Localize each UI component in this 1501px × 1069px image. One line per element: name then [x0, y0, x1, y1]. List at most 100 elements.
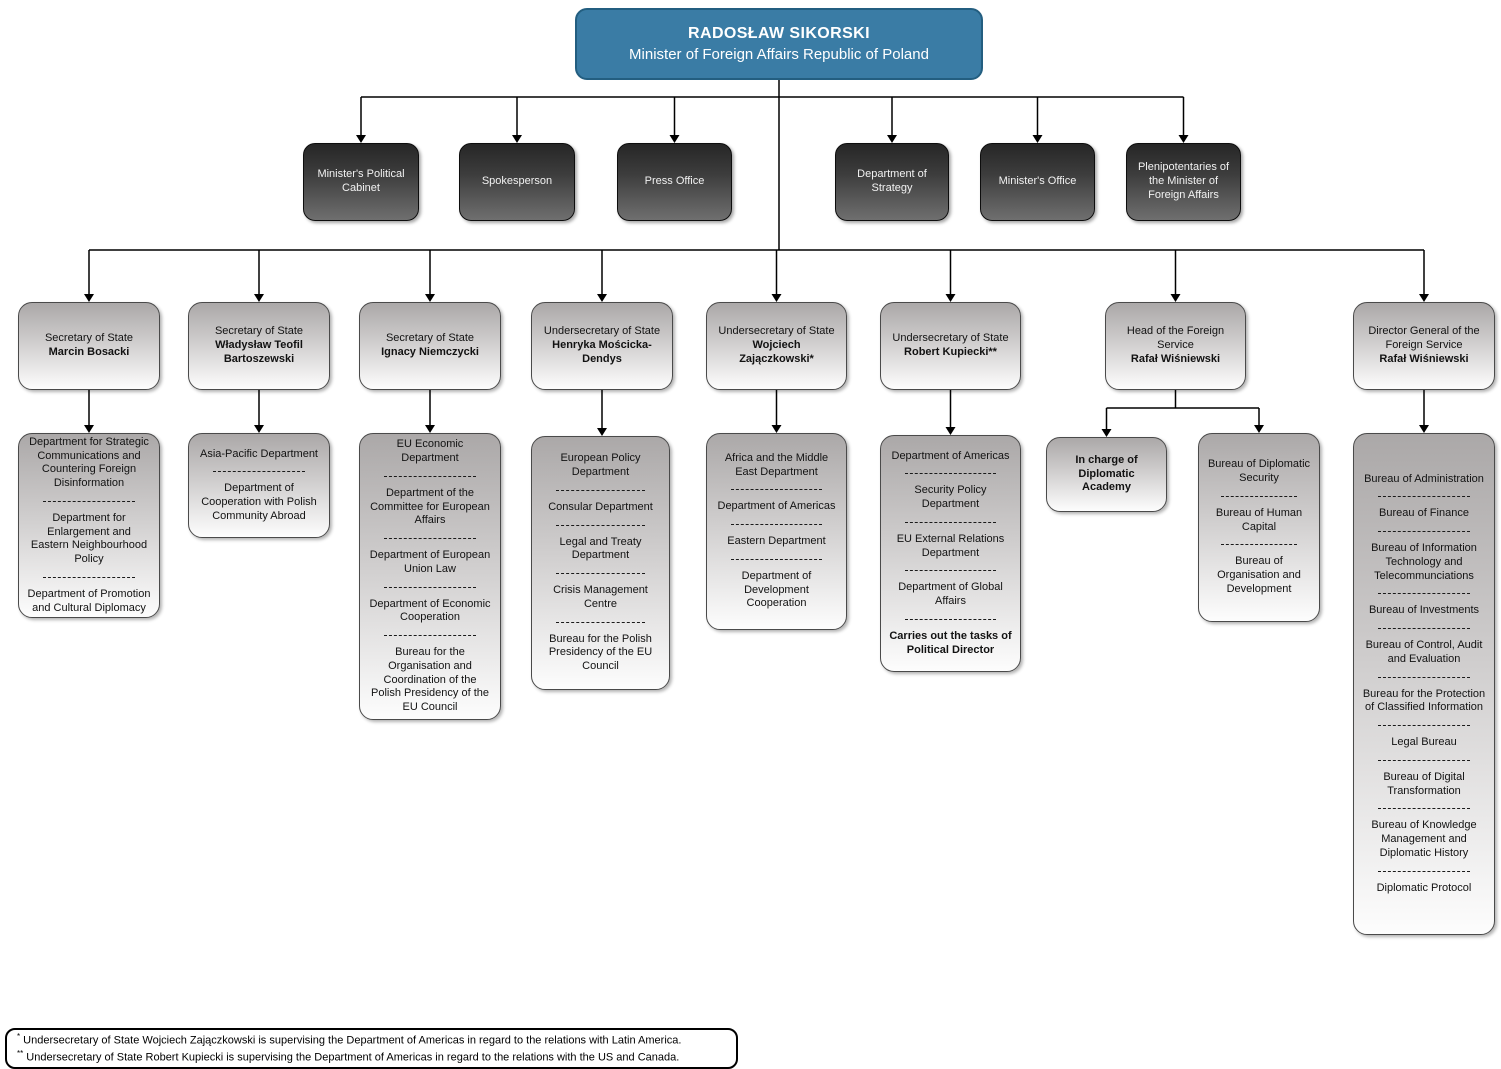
footnote-text: Undersecretary of State Wojciech Zajączk…: [20, 1034, 682, 1047]
divider: [904, 570, 996, 572]
official-box-zajaczkowski: Undersecretary of State Wojciech Zajączk…: [706, 302, 847, 390]
office-box-ministers-office: Minister's Office: [980, 143, 1095, 221]
office-label: Spokesperson: [481, 175, 553, 188]
divider: [1378, 808, 1470, 810]
office-label: Department of Strategy: [857, 168, 927, 194]
department-item: Bureau of Human Capital: [1215, 506, 1303, 533]
department-item: Diplomatic Protocol: [1376, 881, 1472, 894]
department-item: Bureau of Finance: [1379, 507, 1469, 520]
footnote-marker: *: [17, 1032, 21, 1041]
official-title: Secretary of State: [214, 325, 304, 338]
divider: [1378, 593, 1470, 595]
office-label: Plenipotentaries of the Minister of Fore…: [1137, 161, 1230, 201]
official-box-moscicka-dendys: Undersecretary of State Henryka Mościcka…: [531, 302, 673, 390]
office-box-department-of-strategy: Department of Strategy: [835, 143, 949, 221]
department-item: Department of Development Cooperation: [741, 569, 812, 610]
official-name: Rafał Wiśniewski: [1130, 352, 1221, 365]
footnote-marker: **: [17, 1048, 24, 1058]
official-name: Henryka Mościcka-Dendys: [552, 339, 652, 365]
department-item: Crisis Management Centre: [553, 584, 648, 610]
divider: [384, 538, 476, 539]
departments-moscicka-dendys: European Policy Department Consular Depa…: [531, 436, 670, 690]
official-title: Undersecretary of State: [718, 325, 835, 338]
divider: [555, 524, 646, 526]
department-item: Department of Global Affairs: [898, 581, 1003, 608]
department-item: Consular Department: [548, 500, 653, 513]
diplomatic-academy-box: In charge of Diplomatic Academy: [1046, 437, 1167, 512]
minister-box: RADOSŁAW SIKORSKI Minister of Foreign Af…: [575, 8, 983, 80]
divider: [904, 473, 996, 475]
department-item: European Policy Department: [560, 452, 641, 478]
divider: [1378, 496, 1470, 498]
department-item: Bureau of Knowledge Management and Diplo…: [1371, 819, 1477, 859]
divider: [730, 524, 822, 526]
department-item: Bureau of Digital Transformation: [1383, 770, 1465, 797]
office-label: Press Office: [644, 175, 705, 188]
official-name: Wojciech Zajączkowski*: [739, 339, 814, 365]
official-name: Robert Kupiecki**: [904, 346, 997, 358]
departments-niemczycki: EU Economic Department Department of the…: [359, 433, 501, 720]
divider: [43, 500, 135, 502]
divider: [1378, 531, 1470, 533]
official-box-head-foreign-service: Head of the Foreign Service Rafał Wiśnie…: [1105, 302, 1246, 390]
official-box-kupiecki: Undersecretary of State Robert Kupiecki*…: [880, 302, 1021, 390]
official-box-bartoszewski: Secretary of State Władysław Teofil Bart…: [188, 302, 330, 390]
department-item: Bureau of Organisation and Development: [1217, 555, 1301, 595]
department-item: Department of Economic Cooperation: [369, 597, 491, 624]
department-item: Department of Promotion and Cultural Dip…: [27, 587, 151, 614]
departments-bartoszewski: Asia-Pacific Department Department of Co…: [188, 433, 330, 538]
departments-head-foreign-service: Bureau of Diplomatic Security Bureau of …: [1198, 433, 1320, 622]
departments-bosacki: Department for Strategic Communications …: [18, 433, 160, 618]
divider: [384, 635, 476, 636]
special-role: In charge of Diplomatic Academy: [1075, 453, 1138, 494]
official-name: Marcin Bosacki: [48, 346, 130, 358]
divider: [384, 475, 476, 477]
official-title: Secretary of State: [44, 332, 134, 345]
department-item: Security Policy Department: [914, 484, 987, 511]
divider: [1378, 628, 1470, 630]
official-title: Director General of the Foreign Service: [1368, 325, 1480, 352]
divider: [730, 558, 822, 560]
divider: [1378, 676, 1470, 678]
footnotes-box: * Undersecretary of State Wojciech Zając…: [5, 1028, 738, 1069]
office-box-press-office: Press Office: [617, 143, 732, 221]
department-item: Department of European Union Law: [369, 549, 491, 575]
minister-title: Minister of Foreign Affairs Republic of …: [629, 45, 929, 63]
departments-director-general: Bureau of Administration Bureau of Finan…: [1353, 433, 1495, 935]
department-item: Department of Americas: [891, 449, 1010, 462]
divider: [213, 471, 305, 473]
department-item: Bureau of Information Technology and Tel…: [1371, 542, 1477, 582]
office-label: Minister's Office: [998, 175, 1077, 188]
department-item: Bureau for the Polish Presidency of the …: [548, 632, 653, 673]
official-box-bosacki: Secretary of State Marcin Bosacki: [18, 302, 160, 390]
divider: [730, 489, 822, 491]
divider: [384, 586, 476, 588]
department-item: Eastern Department: [727, 535, 826, 548]
footnote-text: Undersecretary of State Robert Kupiecki …: [23, 1051, 680, 1064]
department-item: Bureau of Diplomatic Security: [1207, 458, 1311, 485]
divider: [1378, 759, 1470, 761]
official-box-niemczycki: Secretary of State Ignacy Niemczycki: [359, 302, 501, 390]
department-item: Bureau of Control, Audit and Evaluation: [1365, 639, 1483, 665]
divider: [1378, 870, 1470, 872]
official-box-director-general: Director General of the Foreign Service …: [1353, 302, 1495, 390]
footnote-line: * Undersecretary of State Wojciech Zając…: [17, 1032, 726, 1049]
divider: [1220, 495, 1298, 497]
divider: [555, 621, 646, 623]
official-title: Undersecretary of State: [543, 325, 661, 338]
department-item: Bureau for the Organisation and Coordina…: [370, 646, 489, 713]
department-item: Legal Bureau: [1391, 736, 1457, 749]
office-label: Minister's Political Cabinet: [317, 168, 405, 194]
departments-kupiecki: Department of Americas Security Policy D…: [880, 435, 1021, 672]
political-director-note: Carries out the tasks of Political Direc…: [889, 629, 1012, 656]
footnote-line: ** Undersecretary of State Robert Kupiec…: [17, 1049, 726, 1066]
official-title: Head of the Foreign Service: [1126, 325, 1225, 352]
office-box-plenipotentaries: Plenipotentaries of the Minister of Fore…: [1126, 143, 1241, 221]
divider: [904, 618, 996, 620]
office-box-ministers-political-cabinet: Minister's Political Cabinet: [303, 143, 419, 221]
department-item: Asia-Pacific Department: [200, 447, 318, 460]
official-name: Rafał Wiśniewski: [1379, 352, 1469, 365]
office-box-spokesperson: Spokesperson: [459, 143, 575, 221]
divider: [43, 576, 135, 578]
department-item: Department of the Committee for European…: [370, 486, 490, 527]
